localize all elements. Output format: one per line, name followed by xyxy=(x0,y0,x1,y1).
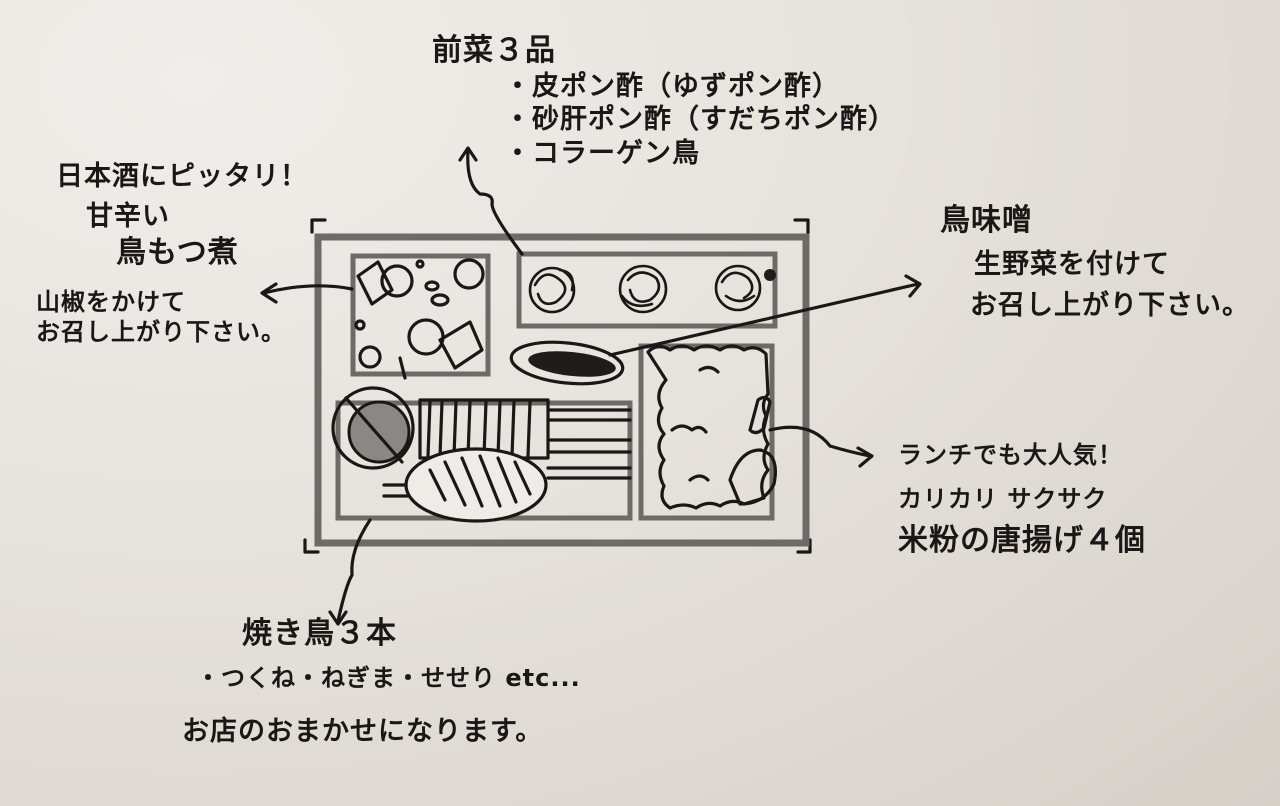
miso-desc: 生野菜を付けて xyxy=(974,248,1170,280)
motsuni-desc: 山椒をかけて xyxy=(36,288,186,316)
motsuni-line1: 甘辛い xyxy=(86,200,170,232)
motsuni-tagline: 日本酒にピッタリ！ xyxy=(56,161,308,192)
tray-corner-marks xyxy=(303,218,812,554)
karaage-tagline: ランチでも大人気！ xyxy=(898,441,1123,469)
motsuni-desc: お召し上がり下さい。 xyxy=(36,318,286,346)
yakitori-items: ・つくね・ねぎま・せせり etc... xyxy=(196,663,581,692)
miso-title: 鳥味噌 xyxy=(940,203,1033,238)
karaage-title: 米粉の唐揚げ４個 xyxy=(898,523,1146,558)
zensai-annotation: 前菜３品 ・皮ポン酢（ゆずポン酢） ・砂肝ポン酢（すだちポン酢） ・コラーゲン鳥 xyxy=(432,32,896,171)
compartment-motsuni xyxy=(350,253,491,377)
zensai-title: 前菜３品 xyxy=(432,33,556,68)
karaage-texture: カリカリ サクサク xyxy=(898,485,1108,513)
motsuni-food xyxy=(354,258,485,380)
karaage-annotation: ランチでも大人気！ カリカリ サクサク 米粉の唐揚げ４個 xyxy=(898,440,1146,560)
zensai-item: ・砂肝ポン酢（すだちポン酢） xyxy=(504,104,896,136)
bento-tray xyxy=(314,233,810,547)
motsuni-title: 鳥もつ煮 xyxy=(116,234,239,270)
miso-desc: お召し上がり下さい。 xyxy=(970,290,1250,322)
motsuni-annotation: 日本酒にピッタリ！ 甘辛い 鳥もつ煮 山椒をかけて お召し上がり下さい。 xyxy=(36,160,308,347)
compartment-zensai xyxy=(516,251,778,329)
yakitori-note: お店のおまかせになります。 xyxy=(182,715,544,747)
zensai-item: ・皮ポン酢（ゆずポン酢） xyxy=(504,70,840,102)
yakitori-food xyxy=(331,386,632,523)
yakitori-title: 焼き鳥３本 xyxy=(242,616,397,651)
miso-dish xyxy=(509,340,625,386)
zensai-food xyxy=(528,264,776,314)
zensai-item: ・コラーゲン鳥 xyxy=(504,138,700,169)
yakitori-annotation: 焼き鳥３本 ・つくね・ねぎま・せせり etc... お店のおまかせになります。 xyxy=(182,615,581,748)
annotation-arrows xyxy=(260,146,922,626)
miso-annotation: 鳥味噌 生野菜を付けて お召し上がり下さい。 xyxy=(940,202,1250,323)
karaage-food xyxy=(646,344,777,510)
